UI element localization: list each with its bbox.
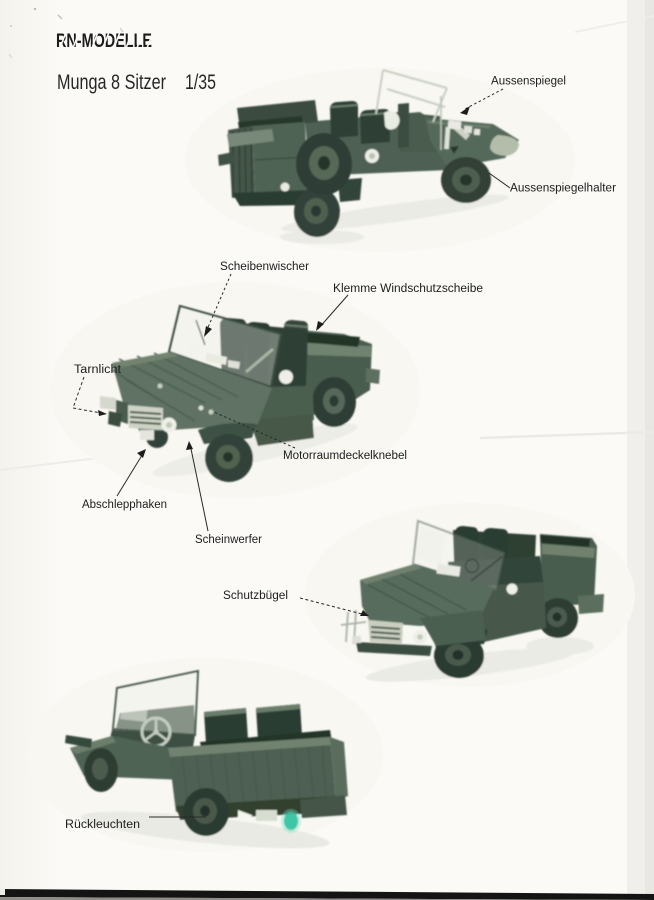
svg-text:Tarnlicht: Tarnlicht [74, 364, 122, 376]
svg-text:Scheinwerfer: Scheinwerfer [195, 534, 262, 546]
svg-text:Aussenspiegelhalter: Aussenspiegelhalter [510, 183, 616, 195]
svg-text:Munga 8 Sitzer: Munga 8 Sitzer [57, 71, 166, 94]
svg-text:Aussenspiegel: Aussenspiegel [491, 76, 566, 88]
svg-text:1/35: 1/35 [185, 71, 216, 94]
svg-text:Klemme Windschutzscheibe: Klemme Windschutzscheibe [333, 283, 483, 295]
svg-text:Rückleuchten: Rückleuchten [65, 819, 140, 831]
svg-text:Schutzbügel: Schutzbügel [223, 590, 288, 602]
svg-text:Abschlepphaken: Abschlepphaken [82, 499, 167, 511]
svg-text:Scheibenwischer: Scheibenwischer [220, 261, 309, 273]
svg-text:RN-MODELLE: RN-MODELLE [56, 31, 152, 52]
svg-text:Motorraumdeckelknebel: Motorraumdeckelknebel [283, 450, 407, 462]
